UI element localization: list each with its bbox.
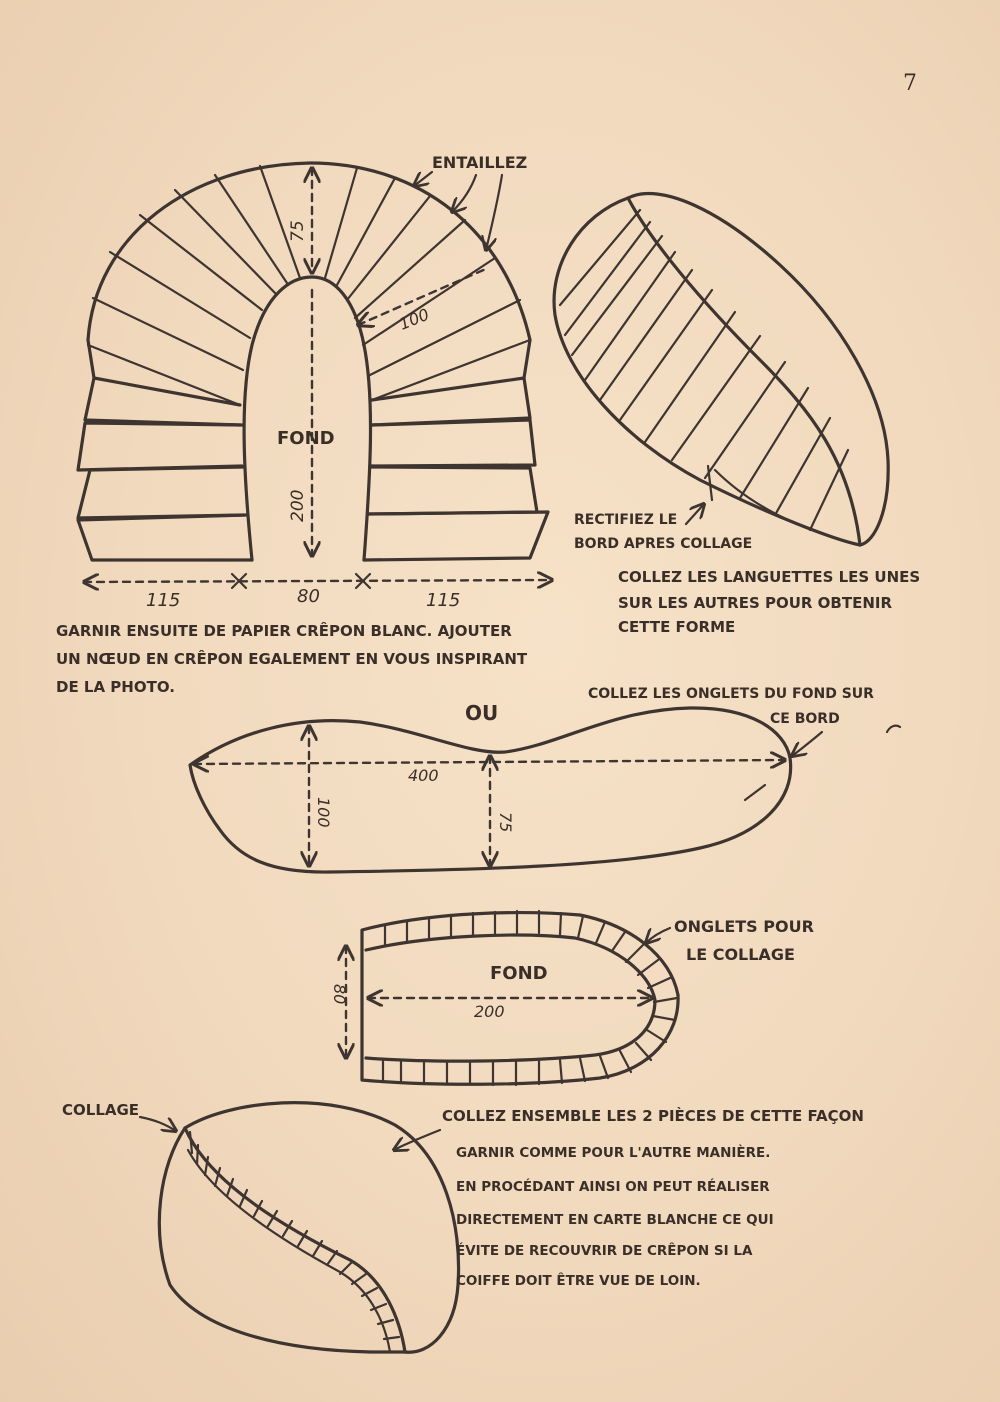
caption-2-line-3: CETTE FORME (618, 618, 735, 636)
fond-label: FOND (277, 428, 335, 449)
onglets-line-2: LE COLLAGE (686, 945, 795, 964)
dim-100-line (358, 266, 490, 325)
rectifiez-line-2: BORD APRES COLLAGE (574, 536, 752, 552)
entaillez-arrow-1 (414, 170, 434, 186)
dim-200-label: 200 (288, 490, 308, 522)
caption-1-line-3: DE LA PHOTO. (56, 678, 175, 696)
cone-rim (713, 468, 862, 547)
fond-tabs (381, 909, 679, 1087)
caption-3-line-6: COIFFE DOIT ÊTRE VUE DE LOIN. (456, 1272, 701, 1289)
onglets-arrow (646, 926, 672, 943)
onglets-fond-line-1: COLLEZ LES ONGLETS DU FOND SUR (588, 686, 874, 702)
rectifiez-line-1: RECTIFIEZ LE (574, 512, 677, 528)
tab-right-4 (362, 510, 550, 562)
page-number: 7 (903, 71, 917, 96)
bonnet-seam-inner (186, 1148, 392, 1354)
tab-right-2 (368, 418, 537, 468)
fan-slits (86, 164, 532, 407)
bonnet-seam-outer (183, 1126, 407, 1354)
caption-2: COLLEZ LES LANGUETTES LES UNES SUR LES A… (618, 568, 920, 636)
rectifiez-arrow (684, 504, 704, 526)
dim-cross-1 (230, 572, 248, 590)
band-fold-mark (743, 783, 767, 802)
caption-3-line-3: EN PROCÉDANT AINSI ON PEUT RÉALISER (456, 1178, 770, 1195)
dim-400-label: 400 (408, 766, 439, 785)
caption-3-line-5: ÉVITE DE RECOUVRIR DE CRÊPON SI LA (456, 1242, 753, 1259)
separator-ou: OU (465, 701, 498, 725)
bonnet-seam-tabs (188, 1130, 401, 1341)
caption-3-line-4: DIRECTEMENT EN CARTE BLANCHE CE QUI (456, 1212, 774, 1228)
caption-1-line-1: GARNIR ENSUITE DE PAPIER CRÊPON BLANC. A… (56, 621, 512, 640)
bonnet-top (183, 1101, 461, 1354)
entaillez-arrow-3 (486, 173, 504, 250)
tab-left-1 (83, 376, 242, 427)
dim-75-label: 75 (288, 220, 308, 242)
dim-cross-2 (354, 572, 372, 590)
onglets-fond-line-2: CE BORD (770, 711, 840, 727)
assembled-bonnet: COLLAGE (62, 1101, 461, 1354)
bonnet-side (157, 1126, 407, 1354)
collage-label: COLLAGE (62, 1101, 139, 1119)
caption-2-line-1: COLLEZ LES LANGUETTES LES UNES (618, 568, 920, 586)
tab-left-3 (76, 465, 246, 520)
fond-pattern: FOND 200 80 ONGLETS POUR LE COLLAGE (330, 909, 814, 1087)
dim-100-label: 100 (396, 305, 431, 334)
dim-115-left: 115 (146, 590, 180, 611)
dim-band-75-label: 75 (496, 812, 515, 832)
onglets-line-1: ONGLETS POUR (674, 917, 814, 936)
assemble-arrow (394, 1128, 442, 1150)
band-pattern: 400 100 75 COLLEZ LES ONGLETS DU FOND SU… (188, 686, 902, 874)
dim-width-line (84, 580, 552, 582)
caption-3-line-1: COLLEZ ENSEMBLE LES 2 PIÈCES DE CETTE FA… (442, 1106, 864, 1125)
onglets-fond-arrow (792, 730, 824, 756)
tab-right-1 (370, 376, 532, 427)
dim-band-100-label: 100 (314, 797, 333, 828)
tab-right-3 (366, 465, 539, 516)
dim-fond-80-label: 80 (330, 984, 349, 1004)
dim-80-label: 80 (297, 586, 320, 607)
cone-outer-left (552, 196, 862, 547)
fond-outer (360, 911, 680, 1086)
dim-115-right: 115 (426, 590, 460, 611)
caption-1: GARNIR ENSUITE DE PAPIER CRÊPON BLANC. A… (56, 621, 528, 696)
dim-fond-200-label: 200 (474, 1002, 505, 1021)
fan-center-fond (242, 275, 373, 562)
caption-3: COLLEZ ENSEMBLE LES 2 PIÈCES DE CETTE FA… (442, 1106, 864, 1289)
collage-arrow (138, 1115, 176, 1131)
fond-inner (364, 933, 657, 1063)
fan-outer-arc (86, 161, 532, 342)
folded-cone: RECTIFIEZ LE BORD APRES COLLAGE (552, 192, 890, 552)
cone-pleats (558, 208, 850, 532)
caption-1-line-2: UN NŒUD EN CRÊPON EGALEMENT EN VOUS INSP… (56, 649, 528, 668)
cone-outer-right (626, 192, 890, 547)
dim-400-line (194, 760, 785, 764)
caption-2-line-2: SUR LES AUTRES POUR OBTENIR (618, 594, 892, 612)
stray-mark (885, 724, 902, 734)
entaillez-label: ENTAILLEZ (432, 153, 527, 172)
fan-right-edge (522, 338, 532, 380)
tab-left-4 (76, 513, 254, 562)
entaillez-arrow-2 (452, 173, 478, 212)
fan-pattern: 75 200 100 FOND ENTAILLEZ 115 80 115 (76, 153, 552, 611)
tab-left-2 (76, 421, 244, 472)
caption-3-line-2: GARNIR COMME POUR L'AUTRE MANIÈRE. (456, 1144, 770, 1161)
fond-2-label: FOND (490, 963, 548, 984)
